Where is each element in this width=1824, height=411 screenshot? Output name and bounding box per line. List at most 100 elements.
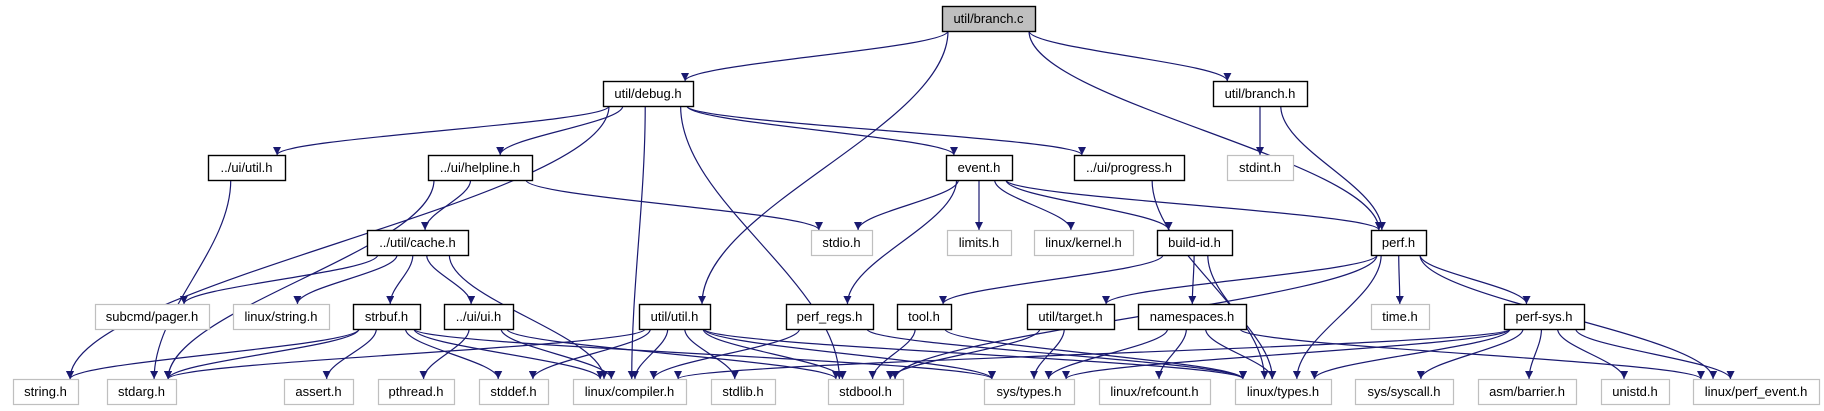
node-strbuf-h[interactable]: strbuf.h — [352, 303, 422, 331]
node-branch-c[interactable]: util/branch.c — [941, 5, 1037, 33]
node-label: subcmd/pager.h — [106, 309, 199, 324]
node-box — [1692, 378, 1821, 406]
node-progress-h[interactable]: ../ui/progress.h — [1073, 154, 1186, 182]
node-box — [1234, 378, 1333, 406]
node-label: stdint.h — [1239, 160, 1281, 175]
node-box — [810, 229, 874, 257]
node-label: perf-sys.h — [1515, 309, 1572, 324]
node-event-h[interactable]: event.h — [945, 154, 1014, 182]
edge-target_h-to-systypes_h — [1029, 328, 1065, 380]
node-limits-h: limits.h — [946, 229, 1013, 257]
node-ui-h[interactable]: ../ui/ui.h — [443, 303, 515, 331]
node-label: ../ui/ui.h — [456, 309, 502, 324]
node-namespaces-h[interactable]: namespaces.h — [1137, 303, 1248, 331]
edges-layer — [66, 30, 1735, 380]
edge-util_util_h-to-stddef_h — [528, 328, 651, 380]
node-box — [478, 378, 550, 406]
node-box — [946, 229, 1013, 257]
node-label: tool.h — [908, 309, 940, 324]
node-assert-h: assert.h — [283, 378, 355, 406]
edge-event_h-to-perfregs_h — [843, 179, 958, 305]
node-label: pthread.h — [389, 384, 444, 399]
node-branch-h[interactable]: util/branch.h — [1212, 80, 1309, 108]
node-box — [377, 378, 456, 406]
node-buildid-h[interactable]: build-id.h — [1156, 229, 1234, 257]
node-cache-h[interactable]: ../util/cache.h — [366, 229, 470, 257]
node-kernel-h: linux/kernel.h — [1033, 229, 1135, 257]
node-label: unistd.h — [1612, 384, 1658, 399]
node-pthread-h: pthread.h — [377, 378, 456, 406]
node-perfregs-h[interactable]: perf_regs.h — [785, 303, 875, 331]
node-stdarg-h: stdarg.h — [106, 378, 178, 406]
edge-target_h-to-stdbool_h — [886, 328, 1041, 380]
edge-perfregs_h-to-compiler_h — [649, 328, 801, 380]
node-perf-h[interactable]: perf.h — [1370, 229, 1428, 257]
node-label: stdio.h — [822, 235, 860, 250]
node-helpline-h[interactable]: ../ui/helpline.h — [427, 154, 534, 182]
node-box — [1026, 303, 1116, 331]
node-label: perf_regs.h — [797, 309, 863, 324]
edge-strbuf_h-to-string_h — [66, 328, 360, 380]
edge-namespaces_h-to-ltypes_h — [1205, 328, 1277, 380]
node-target-h[interactable]: util/target.h — [1026, 303, 1116, 331]
node-label: linux/types.h — [1247, 384, 1319, 399]
node-label: sys/types.h — [996, 384, 1061, 399]
node-label: util/branch.h — [1225, 86, 1296, 101]
node-label: stdarg.h — [118, 384, 165, 399]
edge-ui_h-to-compiler_h — [500, 328, 616, 380]
node-box — [710, 378, 777, 406]
edge-cache_h-to-compiler_h — [448, 254, 609, 380]
node-box — [1477, 378, 1578, 406]
node-label: linux/string.h — [245, 309, 318, 324]
edge-event_h-to-kernel_h — [994, 179, 1075, 231]
node-compiler-h: linux/compiler.h — [572, 378, 688, 406]
edge-strbuf_h-to-assert_h — [322, 328, 377, 380]
node-label: linux/kernel.h — [1045, 235, 1122, 250]
edge-strbuf_h-to-systypes_h — [413, 328, 996, 380]
node-box — [283, 378, 355, 406]
node-box — [1503, 303, 1586, 331]
edge-branch_h-to-perf_h — [1280, 105, 1386, 231]
edge-cache_h-to-strbuf_h — [386, 254, 414, 305]
node-box — [983, 378, 1076, 406]
node-box — [1098, 378, 1212, 406]
edge-perfsys_h-to-syscall_h — [1416, 328, 1524, 380]
node-util-util-h[interactable]: util/util.h — [638, 303, 712, 331]
node-box — [12, 378, 80, 406]
node-syscall-h: sys/syscall.h — [1354, 378, 1455, 406]
node-label: event.h — [958, 160, 1001, 175]
node-box — [1370, 229, 1428, 257]
edge-event_h-to-buildid_h — [1005, 179, 1173, 231]
node-label: util/debug.h — [614, 86, 681, 101]
node-box — [602, 80, 695, 108]
edge-perf_h-to-ltypes_h — [1292, 254, 1382, 380]
node-unistd-h: unistd.h — [1600, 378, 1671, 406]
node-box — [207, 154, 287, 182]
edge-strbuf_h-to-compiler_h — [413, 328, 605, 380]
node-box — [1226, 154, 1295, 182]
node-box — [1137, 303, 1248, 331]
node-label: string.h — [24, 384, 67, 399]
node-debug-h[interactable]: util/debug.h — [602, 80, 695, 108]
edge-event_h-to-stdio_h — [854, 179, 959, 231]
node-box — [94, 303, 211, 331]
node-perfsys-h[interactable]: perf-sys.h — [1503, 303, 1586, 331]
nodes-layer: util/branch.c util/debug.h util/branch.h..… — [12, 5, 1821, 406]
edge-branch_c-to-branch_h — [1028, 30, 1232, 82]
edge-util_util_h-to-stdarg_h — [164, 328, 646, 380]
node-stdbool-h: stdbool.h — [827, 378, 905, 406]
node-ui-util-h[interactable]: ../ui/util.h — [207, 154, 287, 182]
edge-perf_h-to-perfsys_h — [1419, 254, 1531, 305]
node-box — [785, 303, 875, 331]
edge-helpline_h-to-stdarg_h — [164, 179, 435, 380]
node-box — [941, 5, 1037, 33]
node-tool-h[interactable]: tool.h — [896, 303, 953, 331]
edge-branch_c-to-debug_h — [681, 30, 949, 82]
edge-tool_h-to-stdbool_h — [868, 328, 916, 380]
node-label: util/branch.c — [953, 11, 1024, 26]
node-stdlib-h: stdlib.h — [710, 378, 777, 406]
edge-util_util_h-to-compiler_h — [630, 328, 669, 380]
edge-perfsys_h-to-compiler_h — [674, 328, 1511, 380]
node-box — [106, 378, 178, 406]
edge-strbuf_h-to-stddef_h — [404, 328, 503, 380]
